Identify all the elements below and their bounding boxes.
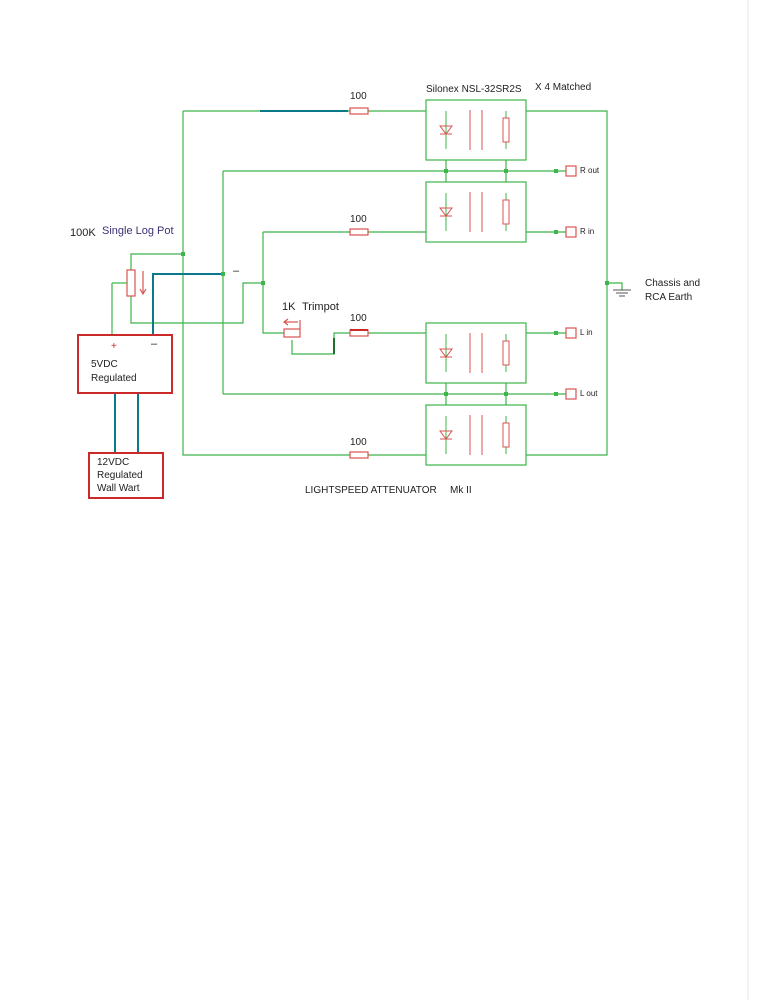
- wire-pot-bottom: [130, 282, 263, 324]
- wire-mid-rail: [262, 232, 284, 334]
- photocell-4: [425, 404, 527, 466]
- supply-5v-line1: 5VDC: [91, 359, 118, 370]
- resistor-bottom: [349, 451, 369, 459]
- trimpot: [283, 318, 301, 338]
- wire-5v-minus: [152, 273, 223, 336]
- supply-5v-minus: –: [151, 338, 158, 350]
- wiring: [111, 110, 623, 456]
- resistor-top: [349, 107, 369, 115]
- trimpot-value: 1K: [282, 301, 296, 313]
- port-squares: [565, 165, 577, 400]
- photocell-3: [425, 322, 527, 384]
- supply-12v-box: 12VDC Regulated Wall Wart: [88, 452, 164, 499]
- trimpot-type: Trimpot: [302, 301, 339, 313]
- ground-label-line1: Chassis and: [645, 278, 701, 289]
- photocell-part-label: Silonex NSL-32SR2S: [426, 84, 522, 95]
- ground-label-line2: RCA Earth: [645, 292, 693, 303]
- resistor-top-value: 100: [350, 91, 367, 102]
- supply-5v-box: + – 5VDC Regulated: [77, 334, 173, 394]
- supply-5v-plus: +: [111, 341, 117, 352]
- resistors: [349, 107, 369, 459]
- wire-left-rail: [182, 111, 350, 456]
- port-l-out-label: L out: [580, 389, 598, 398]
- ground-icon: [613, 289, 631, 297]
- port-r-out-label: R out: [580, 166, 600, 175]
- resistor-bottom-value: 100: [350, 437, 367, 448]
- port-l-out-square: [565, 388, 577, 400]
- supply-5v-line2: Regulated: [91, 373, 137, 384]
- junctions: [181, 169, 609, 396]
- wire-ground-tap: [607, 282, 623, 290]
- wire-pot-top: [130, 253, 183, 270]
- resistor-r-in: [349, 228, 369, 236]
- wire-right-rail: [526, 110, 608, 456]
- supply-12v-line3: Wall Wart: [97, 483, 140, 494]
- photocell-2: [425, 181, 527, 243]
- port-r-in-label: R in: [580, 227, 595, 236]
- diagram-title: LIGHTSPEED ATTENUATOR: [305, 485, 437, 496]
- diagram-revision: Mk II: [450, 485, 472, 496]
- supply-12v-line1: 12VDC: [97, 457, 130, 468]
- minus-mark: –: [233, 265, 240, 277]
- resistor-l-in-value: 100: [350, 313, 367, 324]
- supply-wiring: [114, 110, 348, 454]
- wire-trimpot: [291, 332, 350, 355]
- photocells: [425, 99, 527, 466]
- port-r-in-square: [565, 226, 577, 238]
- quantity-note: X 4 Matched: [535, 82, 592, 93]
- port-l-in-square: [565, 327, 577, 339]
- log-pot: [112, 269, 147, 297]
- port-r-out-square: [565, 165, 577, 177]
- resistor-r-in-value: 100: [350, 214, 367, 225]
- pot-type: Single Log Pot: [102, 225, 174, 237]
- pot-value: 100K: [70, 227, 96, 239]
- port-l-in-label: L in: [580, 328, 593, 337]
- supply-12v-line2: Regulated: [97, 470, 143, 481]
- photocell-1: [425, 99, 527, 161]
